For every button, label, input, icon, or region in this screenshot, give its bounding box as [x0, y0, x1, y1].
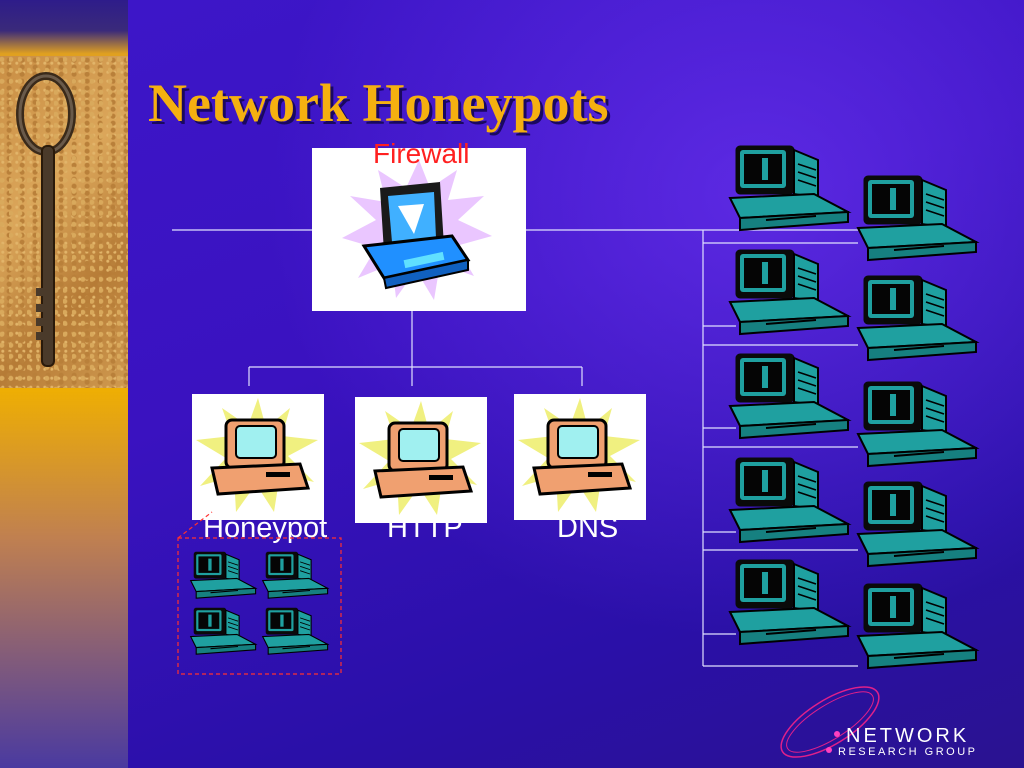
http-server-icon: [359, 401, 481, 515]
client-computer-icon: [857, 275, 977, 361]
firewall-computer-icon: [342, 160, 492, 300]
honeypot-label: Honeypot: [203, 512, 328, 544]
logo-text-network: NETWORK: [846, 725, 970, 747]
key-icon: [16, 72, 76, 367]
honeypot-boundary-diagonal: [177, 511, 213, 539]
key-photo: [0, 56, 128, 388]
client-computer-icon: [729, 457, 849, 543]
logo-text-research-group: RESEARCH GROUP: [838, 746, 978, 758]
client-computer-icon: [729, 353, 849, 439]
client-computer-icon: [857, 175, 977, 261]
firewall-label: Firewall: [373, 138, 470, 169]
client-computer-icon: [729, 249, 849, 335]
firewall-box: [312, 148, 526, 311]
client-computer-icon: [857, 583, 977, 669]
logo-swirl-icon: [780, 686, 880, 758]
honeypot-client-icon: [262, 607, 329, 655]
honeypot-client-icon: [190, 551, 257, 599]
client-computer-icon: [857, 381, 977, 467]
dns-server-icon: [518, 398, 640, 512]
client-computer-icon: [729, 145, 849, 231]
client-computer-icon: [857, 481, 977, 567]
dns-server-box: [514, 394, 646, 520]
http-label: HTTP: [387, 512, 463, 544]
slide-title: Network Honeypots: [148, 73, 609, 133]
honeypot-server-icon: [196, 398, 318, 512]
honeypot-server-box: [192, 394, 324, 520]
honeypot-boundary: [177, 537, 342, 675]
http-server-box: [355, 397, 487, 523]
client-computer-icon: [729, 559, 849, 645]
honeypot-client-icon: [190, 607, 257, 655]
honeypot-client-icon: [262, 551, 329, 599]
dns-label: DNS: [557, 512, 619, 544]
